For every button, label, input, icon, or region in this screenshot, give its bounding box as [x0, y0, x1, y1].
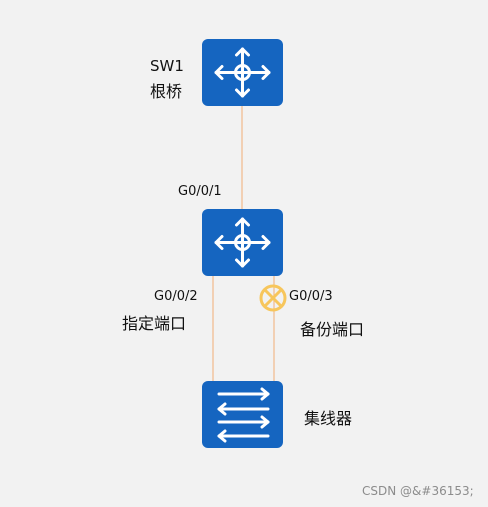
port-g003-role-label: 备份端口 [300, 320, 365, 339]
port-g001-label: G0/0/1 [178, 184, 222, 199]
sw1-name-label: SW1 [150, 57, 184, 75]
sw1-router-icon[interactable] [202, 39, 283, 106]
switch-router-icon[interactable] [202, 209, 283, 276]
blocked-port-icon [259, 284, 287, 312]
port-g002-role-label: 指定端口 [122, 314, 187, 333]
watermark: CSDN @&#36153; [362, 484, 474, 498]
hub-name-label: 集线器 [304, 409, 353, 428]
sw1-role-label: 根桥 [150, 82, 183, 101]
port-g003-label: G0/0/3 [289, 289, 333, 304]
hub-icon[interactable] [202, 381, 283, 448]
port-g002-label: G0/0/2 [154, 289, 198, 304]
